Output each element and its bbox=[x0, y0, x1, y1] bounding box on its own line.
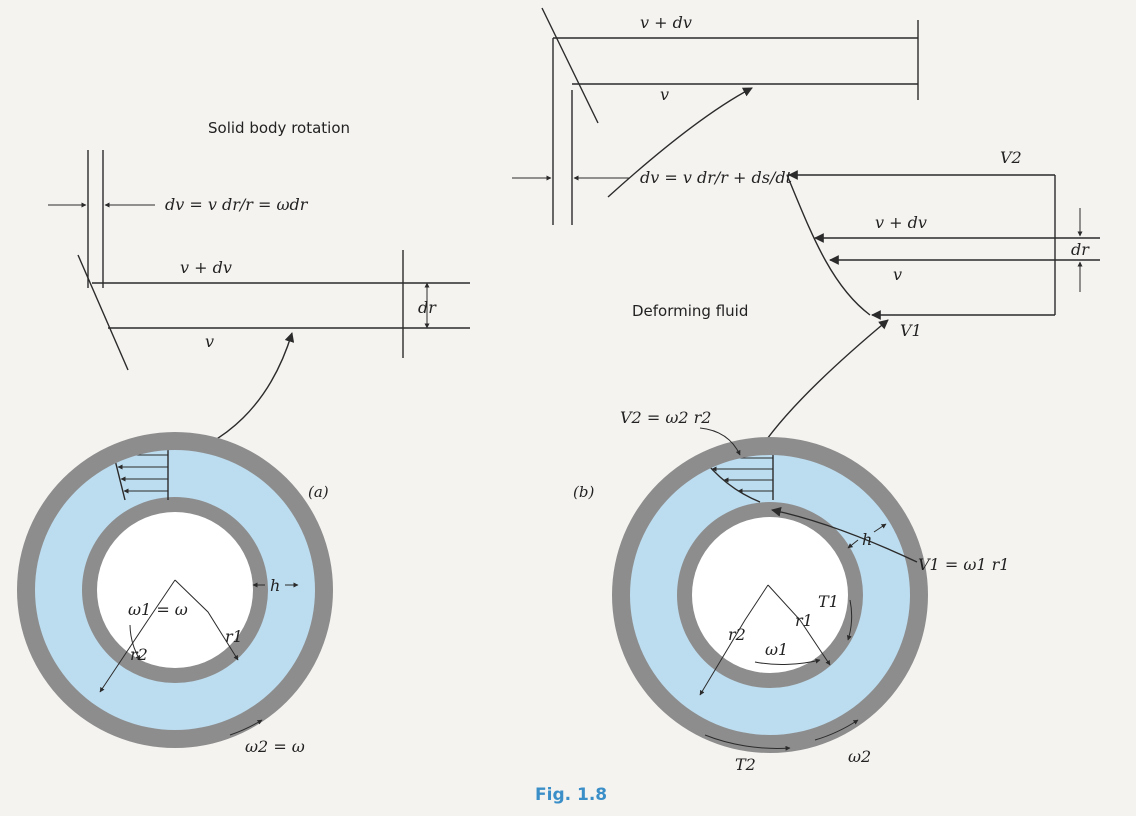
b-h-arrow-right bbox=[873, 523, 887, 533]
panel-a-dr-label: dr bbox=[418, 298, 437, 317]
panel-b-h: h bbox=[862, 530, 872, 549]
panel-b-T1: T1 bbox=[818, 592, 839, 611]
b-r1-line bbox=[767, 584, 831, 666]
panel-b: v + dv v dv = v dr/r + ds/dt V2 V1 v + d… bbox=[512, 7, 1100, 774]
panel-a-r2: r2 bbox=[130, 645, 148, 664]
r1-line bbox=[174, 579, 239, 661]
panel-a-r1: r1 bbox=[225, 627, 243, 646]
panel-b-V2: V2 bbox=[1000, 148, 1022, 167]
r2-line bbox=[99, 579, 176, 693]
panel-a-title: Solid body rotation bbox=[208, 119, 350, 137]
panel-a-slant-edge bbox=[77, 254, 129, 371]
V1-eq-pointer bbox=[771, 507, 918, 563]
panel-a-lower-velocity: v bbox=[205, 332, 214, 351]
panel-b-dv-equation: dv = v dr/r + ds/dt bbox=[640, 168, 793, 187]
panel-b-top-upper-velocity: v + dv bbox=[640, 13, 692, 32]
panel-b-mid-upper: v + dv bbox=[875, 213, 927, 232]
panel-b-V1: V1 bbox=[900, 321, 922, 340]
panel-a-upper-velocity: v + dv bbox=[180, 258, 232, 277]
panel-b-tag: (b) bbox=[573, 483, 594, 501]
panel-b-V2-eq: V2 = ω2 r2 bbox=[620, 408, 711, 427]
b-curved-arrow-bottom bbox=[757, 319, 889, 453]
b-profile-curve bbox=[786, 174, 871, 316]
panel-a-tag: (a) bbox=[308, 483, 329, 501]
figure-caption: Fig. 1.8 bbox=[535, 785, 607, 805]
b-curved-arrow-top bbox=[607, 87, 753, 198]
panel-a-h: h bbox=[270, 576, 280, 595]
panel-b-V1-eq: V1 = ω1 r1 bbox=[918, 555, 1009, 574]
panel-a-omega1: ω1 = ω bbox=[128, 600, 188, 619]
panel-a-omega2: ω2 = ω bbox=[245, 737, 305, 756]
T2-arrow bbox=[704, 734, 791, 751]
b-slant-edge bbox=[541, 7, 599, 124]
panel-b-mid-lower: v bbox=[893, 265, 902, 284]
panel-b-top-lower-velocity: v bbox=[660, 85, 669, 104]
V2-eq-pointer bbox=[699, 427, 741, 456]
T1-arrow bbox=[846, 599, 853, 641]
panel-b-omega2: ω2 bbox=[848, 747, 871, 766]
panel-b-omega1: ω1 bbox=[765, 640, 788, 659]
b-omega2-arrow bbox=[814, 719, 859, 741]
panel-b-r2: r2 bbox=[728, 625, 746, 644]
b-r2-line bbox=[699, 584, 769, 696]
inner-cylinder bbox=[97, 512, 253, 668]
b-h-arrow-left bbox=[847, 539, 859, 549]
panel-b-title: Deforming fluid bbox=[632, 302, 748, 320]
panel-b-T2: T2 bbox=[735, 755, 756, 774]
omega2-arrow bbox=[229, 719, 263, 736]
panel-a-dv-equation: dv = v dr/r = ωdr bbox=[165, 195, 309, 214]
panel-b-r1: r1 bbox=[795, 611, 813, 630]
panel-a: Solid body rotation dv = v dr/r = ωdr v … bbox=[17, 119, 470, 756]
b-omega1-arrow bbox=[754, 658, 821, 665]
panel-b-dr: dr bbox=[1071, 240, 1090, 259]
